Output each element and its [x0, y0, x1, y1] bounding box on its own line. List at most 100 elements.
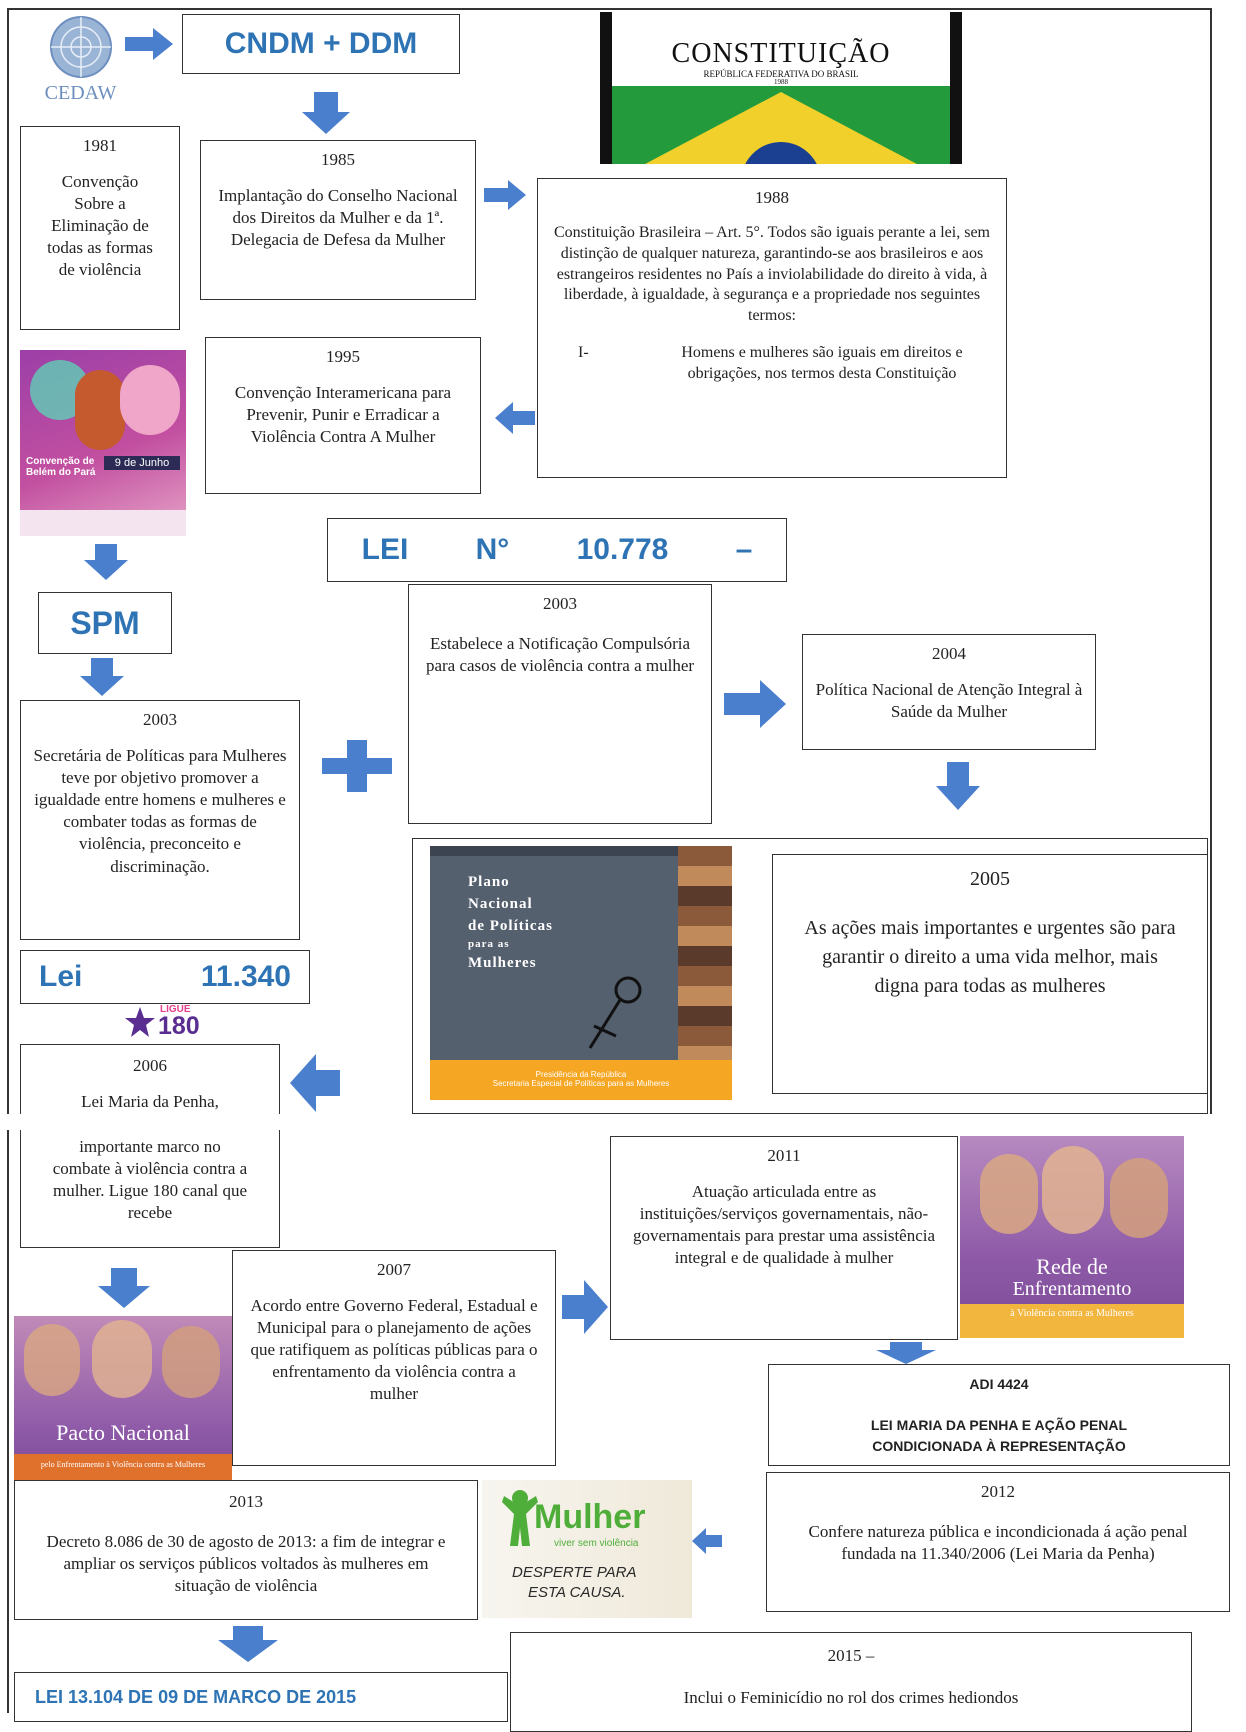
year-label: 2006 [133, 1056, 167, 1075]
event-text: Acordo entre Governo Federal, Estadual e… [250, 1296, 538, 1404]
year-label: 2005 [970, 868, 1010, 890]
arrow-right-icon [484, 180, 526, 210]
adi-text: LEI MARIA DA PENHA E AÇÃO PENAL CONDICIO… [870, 1417, 1128, 1455]
constituicao-title: CONSTITUIÇÃO [671, 38, 891, 69]
timeline-1988: 1988 Constituição Brasileira – Art. 5°. … [537, 178, 1007, 478]
year-label: 2015 – [827, 1646, 875, 1665]
year-label: 2004 [932, 644, 966, 663]
year-label: 1985 [321, 150, 355, 169]
event-text: Política Nacional de Atenção Integral à … [815, 680, 1083, 722]
lei-word: LEI [361, 533, 409, 566]
adi-4424: ADI 4424 LEI MARIA DA PENHA E AÇÃO PENAL… [768, 1364, 1230, 1466]
constituicao-subtitle: REPÚBLICA FEDERATIVA DO BRASIL [703, 69, 859, 79]
timeline-2006: 2006 Lei Maria da Penha, importante marc… [20, 1044, 280, 1248]
lei-word: Lei [39, 960, 83, 993]
lei-13104-header: LEI 13.104 DE 09 DE MARCO DE 2015 [14, 1672, 508, 1722]
event-text: Decreto 8.086 de 30 de agosto de 2013: a… [46, 1532, 446, 1596]
arrow-left-icon [290, 1054, 340, 1112]
venus-symbol-icon [588, 976, 642, 1049]
plus-icon [322, 740, 392, 792]
arrow-right-icon [125, 28, 173, 60]
event-text-part-1: Lei Maria da Penha, [81, 1092, 219, 1112]
rede-title-1: Rede de [1036, 1254, 1108, 1279]
year-label: 2012 [981, 1482, 1015, 1501]
timeline-2013: 2013 Decreto 8.086 de 30 de agosto de 20… [14, 1480, 478, 1620]
un-globe-icon [49, 16, 112, 78]
year-label: 1988 [755, 188, 789, 207]
constituicao-year: 1988 [774, 78, 788, 86]
adi-title: ADI 4424 [969, 1376, 1029, 1392]
mulher-title: Mulher [534, 1498, 646, 1536]
arrow-left-icon [495, 402, 535, 434]
brazil-flag-icon [645, 92, 917, 164]
item-number: I- [578, 344, 589, 362]
item-text: Homens e mulheres são iguais em direitos… [681, 344, 963, 382]
woman-figure-icon [502, 1490, 538, 1546]
year-label: 2007 [377, 1260, 411, 1279]
arrow-down-icon [218, 1626, 278, 1662]
lei-11340-header: Lei 11.340 [20, 950, 310, 1004]
pacto-nacional-cover: Pacto Nacional pelo Enfrentamento à Viol… [14, 1316, 232, 1480]
event-text: Atuação articulada entre as instituições… [632, 1182, 936, 1268]
plano-line-3: de Políticas [468, 917, 553, 934]
year-label: 2003 [543, 594, 577, 613]
timeline-2005: 2005 As ações mais importantes e urgente… [772, 854, 1208, 1094]
event-text: Constituição Brasileira – Art. 5°. Todos… [553, 224, 990, 325]
event-text: As ações mais importantes e urgentes são… [804, 917, 1176, 997]
lei-number: 11.340 [200, 960, 291, 993]
arrow-down-icon [84, 544, 128, 580]
plano-footer-1: Presidência da República [535, 1070, 627, 1079]
plano-nacional-cover: Plano Nacional de Políticas para as Mulh… [430, 846, 732, 1100]
timeline-2011: 2011 Atuação articulada entre as institu… [610, 1136, 958, 1340]
ligue-top: LIGUE [160, 1004, 191, 1015]
plano-line-5: Mulheres [468, 955, 537, 972]
frame-top [7, 8, 1212, 10]
arrow-down-icon [80, 658, 124, 696]
year-label: 2003 [143, 710, 177, 729]
event-text-part-2: importante marco no combate à violência … [52, 1137, 248, 1223]
cedaw-label: CEDAW [44, 82, 117, 104]
plano-line-4: para as [468, 938, 510, 951]
rede-enfrentamento-cover: Rede de Enfrentamento à Violência contra… [960, 1136, 1184, 1338]
event-text: Convenção Sobre a Eliminação de todas as… [47, 172, 153, 280]
timeline-2012: 2012 Confere natureza pública e incondic… [766, 1472, 1230, 1612]
year-label: 1995 [326, 347, 360, 366]
pacto-subtitle: pelo Enfrentamento à Violência contra as… [14, 1454, 232, 1480]
timeline-1981: 1981 Convenção Sobre a Eliminação de tod… [20, 126, 180, 330]
ligue-180-logo: LIGUE 180 [124, 1004, 220, 1042]
mulher-line-2: ESTA CAUSA. [528, 1584, 626, 1601]
lei-dash: – [735, 533, 753, 566]
timeline-1985: 1985 Implantação do Conselho Nacional do… [200, 140, 476, 300]
timeline-2007: 2007 Acordo entre Governo Federal, Estad… [232, 1250, 556, 1466]
mulher-viver-sem-violencia-logo: Mulher viver sem violência DESPERTE PARA… [482, 1480, 692, 1618]
constituicao-cover: CONSTITUIÇÃO REPÚBLICA FEDERATIVA DO BRA… [600, 12, 962, 164]
timeline-2015: 2015 – Inclui o Feminicídio no rol dos c… [510, 1632, 1192, 1732]
poster-title: Convenção de Belém do Pará [26, 456, 96, 478]
cedaw-emblem: CEDAW [38, 12, 123, 107]
plano-line-1: Plano [468, 874, 510, 890]
lei-number: 10.778 [576, 533, 669, 566]
header-cndm-ddm: CNDM + DDM [182, 14, 460, 74]
frame-left-bottom [7, 1130, 9, 1713]
timeline-2003-spm: 2003 Secretária de Políticas para Mulher… [20, 700, 300, 940]
arrow-down-icon [98, 1268, 150, 1308]
frame-right-top [1210, 8, 1212, 1118]
year-label: 2011 [767, 1146, 801, 1165]
timeline-1995: 1995 Convenção Interamericana para Preve… [205, 337, 481, 494]
mulher-subtitle: viver sem violência [554, 1538, 639, 1549]
plano-line-2: Nacional [468, 895, 533, 912]
timeline-2004: 2004 Política Nacional de Atenção Integr… [802, 634, 1096, 750]
event-text: Confere natureza pública e incondicionad… [808, 1522, 1188, 1564]
belem-poster: Convenção de Belém do Pará 9 de Junho [20, 350, 186, 536]
year-label: 1981 [83, 136, 117, 155]
frame-left-top [7, 8, 9, 1118]
lei-10778-header: LEI N° 10.778 – [327, 518, 787, 582]
arrow-down-icon [302, 92, 350, 134]
star-icon [125, 1007, 155, 1037]
event-text: Estabelece a Notificação Compulsória par… [425, 634, 695, 676]
arrow-right-icon [562, 1280, 608, 1334]
arrow-right-icon [724, 680, 786, 728]
event-text: Inclui o Feminicídio no rol dos crimes h… [683, 1688, 1019, 1708]
rede-subtitle: à Violência contra as Mulheres [960, 1304, 1184, 1338]
event-text: Implantação do Conselho Nacional dos Dir… [218, 186, 458, 250]
